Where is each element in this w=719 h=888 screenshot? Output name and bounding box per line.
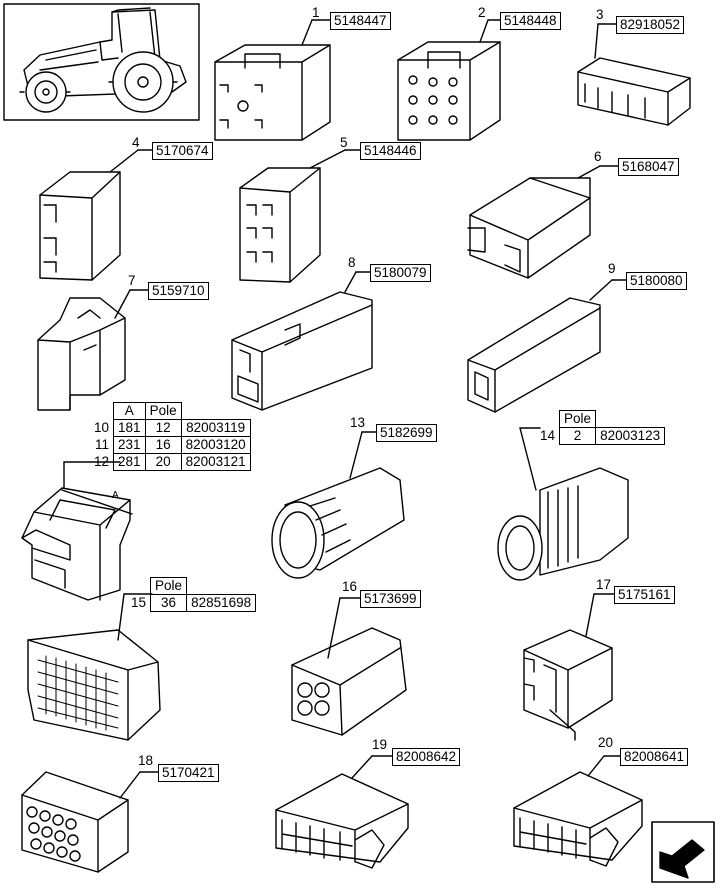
dimension-a-label: A [112,490,119,501]
part-number-2: 5148448 [500,12,561,30]
connector-4 [39,149,153,281]
index-8: 8 [348,255,356,270]
connector-18 [21,771,159,873]
connector-10-12 [21,461,133,601]
connector-3 [577,23,691,126]
row-index: 10 [90,419,115,437]
part-number-6: 5168047 [618,158,679,176]
table-row: 14 2 82003123 [536,427,666,445]
row-part-number: 82003121 [180,453,251,471]
part-number-9: 5180080 [626,272,687,290]
index-13: 13 [350,415,366,430]
connector-13 [271,431,405,579]
index-3: 3 [596,7,604,22]
row-part-number: 82003119 [180,419,251,437]
row-index: 11 [90,436,115,454]
index-2: 2 [478,5,486,20]
part-number-13: 5182699 [376,424,437,442]
index-7: 7 [128,273,136,288]
row-index: 12 [90,453,115,471]
connector-7 [37,289,149,411]
row-part-number: 82003123 [595,427,666,445]
part-number-16: 5173699 [360,590,421,608]
connector-6 [467,165,619,279]
connector-8 [231,271,373,411]
connector-17 [523,593,615,741]
row-part-number: 82003120 [180,436,251,454]
connector-2 [397,19,501,141]
connector-20 [513,755,643,867]
row-a: 231 [113,436,146,454]
part-number-8: 5180079 [370,264,431,282]
index-4: 4 [132,135,140,150]
row-pole: 16 [144,436,182,454]
row-index: 15 [127,594,152,612]
header-pole: Pole [559,410,597,428]
connector-5 [239,149,361,283]
table-row: 12 281 20 82003121 [90,453,251,471]
pole-table-15: Pole 15 36 82851698 [127,577,257,612]
row-part-number: 82851698 [186,594,257,612]
row-pole: 12 [144,419,182,437]
part-number-20: 82008641 [620,748,689,766]
row-index: 14 [536,427,561,445]
connector-16 [291,597,407,736]
pole-table-14: Pole 14 2 82003123 [536,410,666,445]
index-5: 5 [340,135,348,150]
table-row: 15 36 82851698 [127,594,257,612]
part-number-7: 5159710 [148,282,209,300]
index-16: 16 [342,579,358,594]
dimension-table-10-12: A Pole 10 181 12 82003119 11 231 16 8200… [90,402,251,471]
arrow-icon [651,821,715,883]
row-a: 181 [113,419,146,437]
part-number-5: 5148446 [360,142,421,160]
table-row: 10 181 12 82003119 [90,419,251,437]
part-number-4: 5170674 [152,142,213,160]
index-6: 6 [594,149,602,164]
connector-14 [497,427,629,581]
index-19: 19 [372,737,388,752]
connector-19 [275,755,409,869]
index-18: 18 [138,753,154,768]
tractor-icon [3,3,200,121]
row-pole: 20 [144,453,182,471]
part-number-18: 5170421 [158,764,219,782]
index-20: 20 [598,735,614,750]
part-number-17: 5175161 [614,586,675,604]
row-a: 281 [113,453,146,471]
part-number-19: 82008642 [392,748,461,766]
row-pole: 2 [559,427,597,445]
header-pole: Pole [150,577,188,595]
part-number-1: 5148447 [330,12,391,30]
index-17: 17 [596,577,612,592]
part-number-3: 82918052 [616,16,685,34]
row-pole: 36 [150,594,188,612]
header-a: A [113,402,146,420]
index-9: 9 [608,261,616,276]
connector-9 [467,279,627,413]
table-row: 11 231 16 82003120 [90,436,251,454]
connector-15 [27,593,161,741]
index-1: 1 [312,5,320,20]
header-pole: Pole [144,402,182,420]
connector-1 [214,19,331,141]
